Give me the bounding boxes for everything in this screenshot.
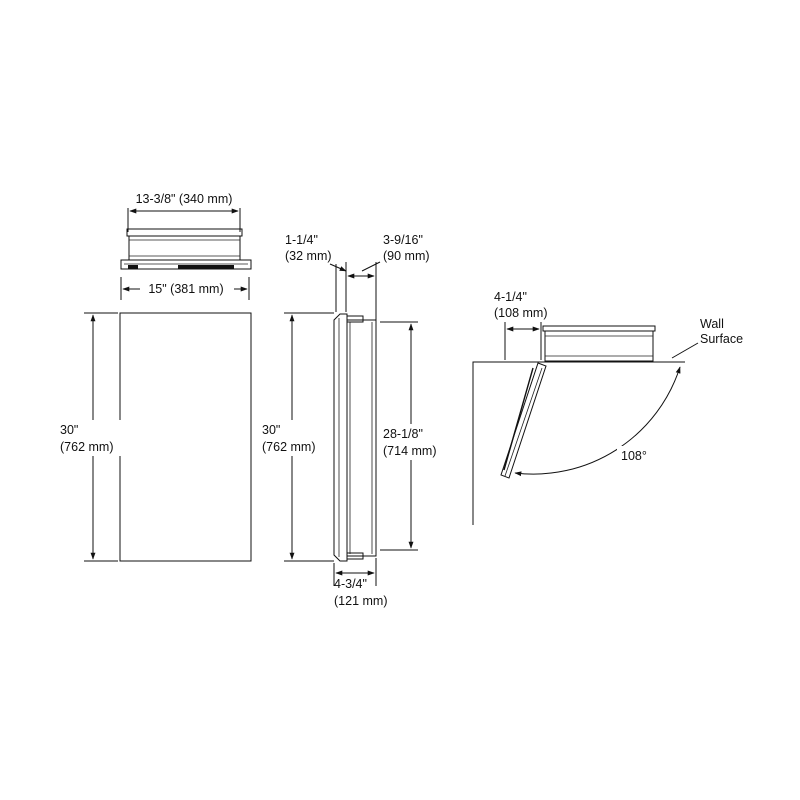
box-depth-arrow <box>361 261 381 272</box>
front-view: 30" (762 mm) <box>55 312 252 562</box>
box-depth-label-line1: 3-9/16" <box>383 233 423 247</box>
door-thickness-label-line1: 1-1/4" <box>285 233 318 247</box>
swing-view: 4-1/4" (108 mm) Wall Surface 108° <box>472 290 743 525</box>
mount-width-label: 15" (381 mm) <box>148 282 223 296</box>
top-width-label: 13-3/8" (340 mm) <box>136 192 233 206</box>
swing-angle-label: 108° <box>621 449 647 463</box>
wall-outline <box>472 361 685 525</box>
door-thickness-label-line2: (32 mm) <box>285 249 332 263</box>
door-thickness-arrow <box>329 263 347 272</box>
top-view-cabinet <box>120 228 252 270</box>
wall-surface-label-line1: Wall <box>700 317 724 331</box>
overall-depth-label-line1: 4-3/4" <box>334 577 367 591</box>
front-height-label-line2: (762 mm) <box>60 440 113 454</box>
side-view-cabinet <box>333 313 377 562</box>
open-door <box>500 362 547 479</box>
box-height-label-line2: (714 mm) <box>383 444 436 458</box>
side-view: 1-1/4" (32 mm) 3-9/16" (90 mm) 30" (762 … <box>258 233 444 608</box>
box-depth-label-line2: (90 mm) <box>383 249 430 263</box>
wall-surface-label-line2: Surface <box>700 332 743 346</box>
side-height-label-line1: 30" <box>262 423 280 437</box>
front-height-label-line1: 30" <box>60 423 78 437</box>
swing-offset-label-line2: (108 mm) <box>494 306 547 320</box>
overall-depth-label-line2: (121 mm) <box>334 594 387 608</box>
box-height-label-line1: 28-1/8" <box>383 427 423 441</box>
front-view-door <box>119 312 252 562</box>
swing-angle-arc <box>514 366 681 477</box>
top-view: 13-3/8" (340 mm) 15" (381 mm) <box>120 192 252 300</box>
wall-surface-leader <box>671 342 699 359</box>
side-height-label-line2: (762 mm) <box>262 440 315 454</box>
swing-offset-label-line1: 4-1/4" <box>494 290 527 304</box>
swing-view-cabinet <box>542 325 656 362</box>
